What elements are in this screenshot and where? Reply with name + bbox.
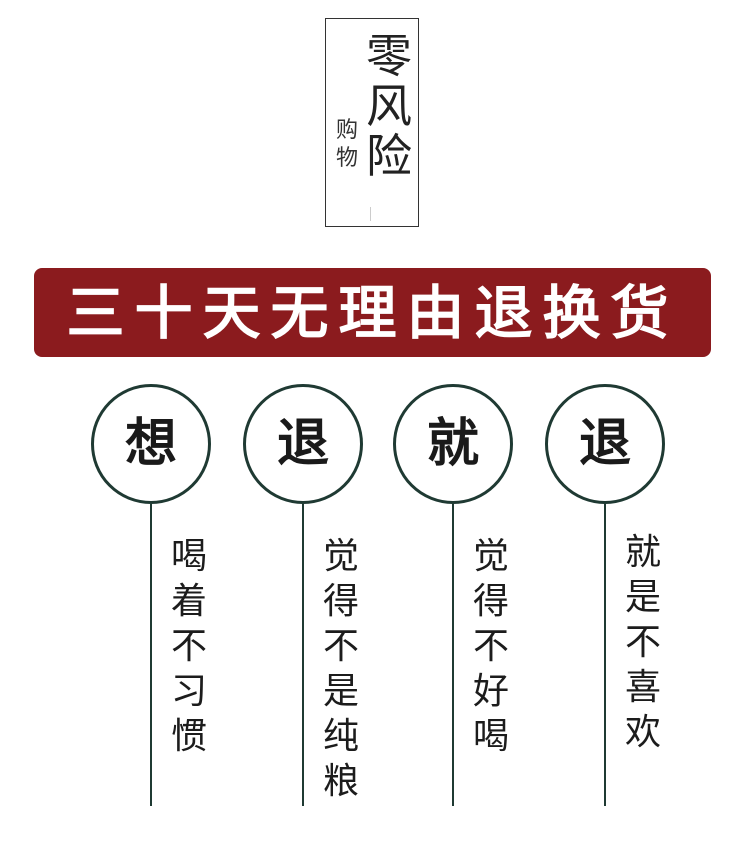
- reason-text: 喝 着 不 习 惯: [167, 534, 211, 759]
- circle-char: 就: [426, 413, 479, 474]
- reason-char: 觉: [322, 536, 359, 577]
- reason-char: 不: [472, 626, 509, 667]
- reason-text: 觉 得 不 是 纯 粮: [319, 534, 363, 804]
- reason-char: 是: [322, 671, 359, 712]
- label-main-text: 零 风 险: [364, 31, 414, 181]
- reason-char: 是: [624, 577, 661, 618]
- reason-char: 纯: [322, 716, 359, 757]
- reason-circle: 退: [243, 384, 363, 504]
- reason-circle: 想: [91, 384, 211, 504]
- reason-text: 觉 得 不 好 喝: [469, 534, 513, 759]
- column-stem: [604, 504, 606, 806]
- reason-char: 不: [322, 626, 359, 667]
- label-divider: [370, 207, 371, 221]
- reason-char: 习: [170, 671, 207, 712]
- reason-circle: 退: [545, 384, 665, 504]
- label-side-char: 购: [335, 118, 358, 143]
- reason-char: 惯: [170, 716, 207, 757]
- reason-column-4: 退 就 是 不 喜 欢: [545, 384, 665, 806]
- banner-title: 三十天无理由退换货: [66, 278, 679, 347]
- reason-char: 就: [624, 532, 661, 573]
- reason-circle: 就: [393, 384, 513, 504]
- circle-char: 退: [276, 413, 329, 474]
- reason-char: 不: [624, 622, 661, 663]
- zero-risk-label: 零 风 险 购 物: [325, 18, 419, 227]
- reason-char: 着: [170, 581, 207, 622]
- reason-char: 喝: [472, 716, 509, 757]
- reason-column-3: 就 觉 得 不 好 喝: [393, 384, 513, 806]
- reason-char: 喝: [170, 536, 207, 577]
- circle-char: 退: [578, 413, 631, 474]
- reason-char: 得: [322, 581, 359, 622]
- label-main-char: 风: [366, 79, 412, 133]
- reason-char: 得: [472, 581, 509, 622]
- return-policy-banner: 三十天无理由退换货: [34, 268, 711, 357]
- reason-char: 觉: [472, 536, 509, 577]
- circle-char: 想: [124, 413, 177, 474]
- reason-char: 不: [170, 626, 207, 667]
- column-stem: [150, 504, 152, 806]
- reason-char: 喜: [624, 667, 661, 708]
- label-main-char: 险: [366, 129, 412, 183]
- reason-text: 就 是 不 喜 欢: [621, 530, 665, 755]
- label-side-char: 物: [335, 146, 358, 171]
- reason-column-2: 退 觉 得 不 是 纯 粮: [243, 384, 363, 806]
- column-stem: [452, 504, 454, 806]
- reason-column-1: 想 喝 着 不 习 惯: [91, 384, 211, 806]
- label-main-char: 零: [366, 29, 412, 83]
- column-stem: [302, 504, 304, 806]
- reason-char: 好: [472, 671, 509, 712]
- label-side-text: 购 物: [332, 117, 362, 173]
- reason-char: 欢: [624, 712, 661, 753]
- reason-char: 粮: [322, 761, 359, 802]
